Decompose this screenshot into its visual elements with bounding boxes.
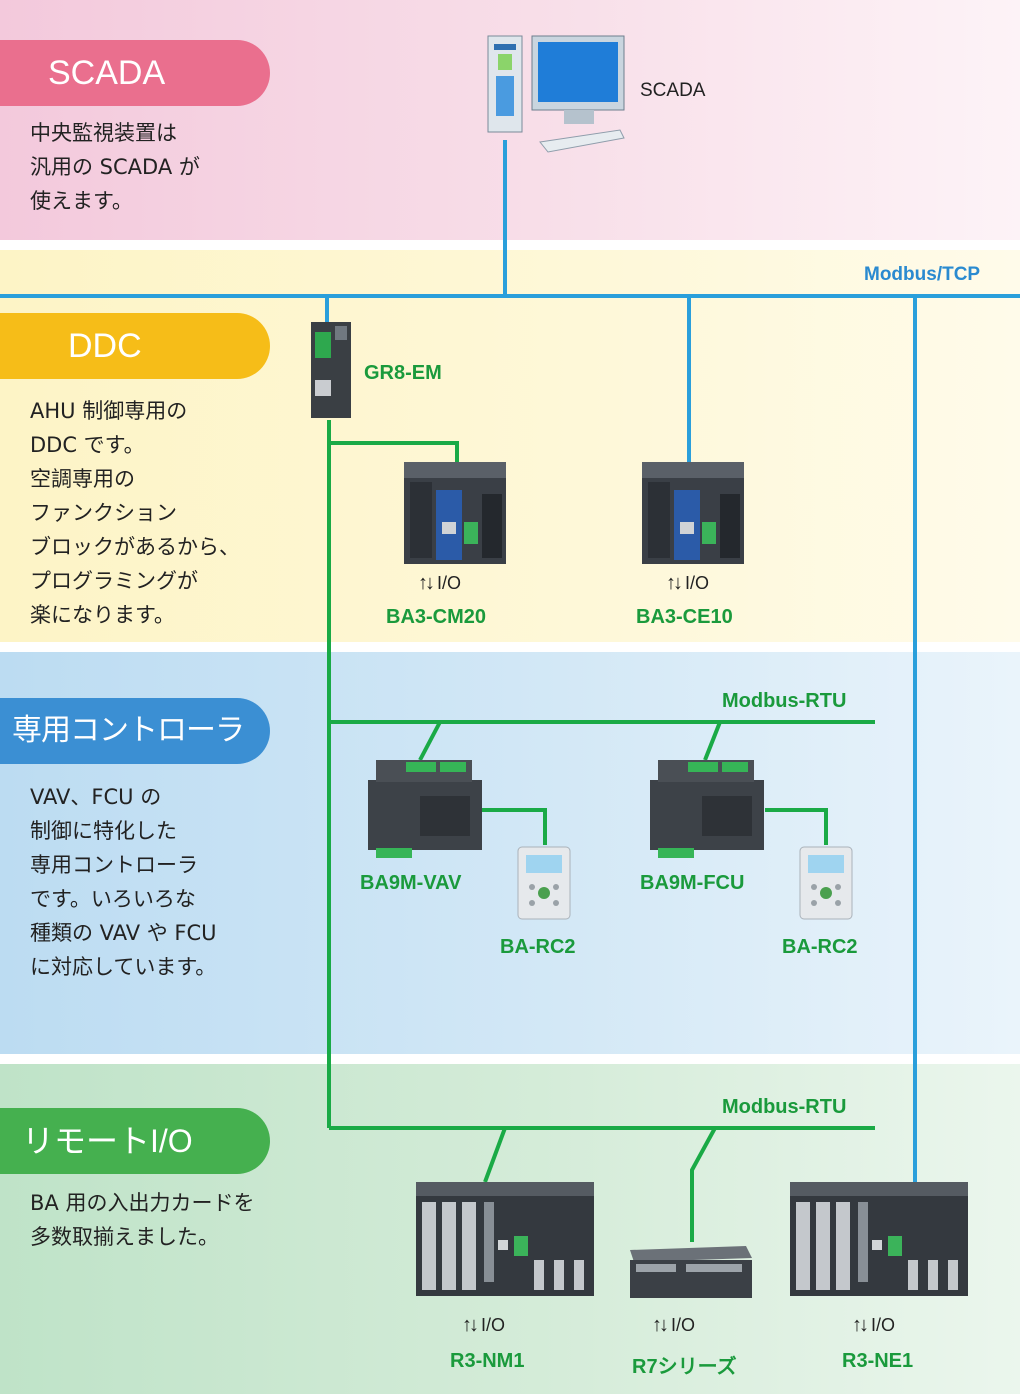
gr8-em-label: GR8-EM	[364, 362, 442, 384]
ba-rc2-remote-icon	[799, 846, 853, 920]
vav-rc2-link	[480, 808, 547, 845]
io-label: I/O	[481, 1315, 506, 1335]
ba9m-vav-label: BA9M-VAV	[360, 872, 462, 894]
ba-rc2-label-1: BA-RC2	[500, 936, 576, 958]
controller-title: 専用コントローラ	[0, 698, 270, 764]
remote-io-title: リモートI/O	[0, 1108, 270, 1174]
modbus-tcp-label: Modbus/TCP	[864, 264, 981, 285]
r3-nm1-label: R3-NM1	[450, 1350, 525, 1372]
io-label: I/O	[437, 573, 462, 593]
ddc-description: AHU 制御専用の DDC です。 空調専用の ファンクション ブロックがあるか…	[30, 399, 240, 627]
io-arrows-icon: ↑↓	[852, 1314, 869, 1336]
io-label: I/O	[671, 1315, 696, 1335]
cm20-rtu-link	[329, 441, 459, 462]
io-arrows-icon: ↑↓	[462, 1314, 479, 1336]
r7-series-device-icon	[630, 1246, 752, 1298]
ba9m-fcu-device-icon	[650, 760, 764, 858]
scada-pc-icon	[487, 35, 625, 153]
io-arrows-icon: ↑↓	[652, 1314, 669, 1336]
io-arrows-icon: ↑↓	[418, 572, 435, 594]
cm20-io: ↑↓ I/O	[418, 572, 461, 595]
r3-nm1-device-icon	[416, 1182, 594, 1296]
ddc-title: DDC	[0, 313, 270, 379]
vav-rtu-link	[418, 721, 442, 761]
r7-rtu-link	[690, 1127, 717, 1242]
ba3-ce10-device-icon	[642, 462, 744, 564]
nm1-io: ↑↓ I/O	[462, 1314, 505, 1337]
gr8-em-device-icon	[311, 322, 351, 418]
ba-rc2-label-2: BA-RC2	[782, 936, 858, 958]
controller-description: VAV、FCU の 制御に特化した 専用コントローラ です。いろいろな 種類の …	[30, 785, 217, 979]
ba3-ce10-label: BA3-CE10	[636, 606, 733, 628]
ba9m-fcu-label: BA9M-FCU	[640, 872, 745, 894]
io-label: I/O	[685, 573, 710, 593]
io-arrows-icon: ↑↓	[666, 572, 683, 594]
r7-series-label: R7シリーズ	[632, 1356, 737, 1378]
io-label: I/O	[871, 1315, 896, 1335]
scada-pc-label: SCADA	[640, 80, 706, 101]
ne1-io: ↑↓ I/O	[852, 1314, 895, 1337]
modbus-rtu-label-1: Modbus-RTU	[722, 690, 847, 712]
fcu-rc2-link	[765, 808, 828, 845]
r3-ne1-label: R3-NE1	[842, 1350, 914, 1372]
scada-description: 中央監視装置は 汎用の SCADA が 使えます。	[30, 121, 200, 213]
fcu-rtu-link	[703, 721, 722, 761]
ce10-io: ↑↓ I/O	[666, 572, 709, 595]
ba3-cm20-device-icon	[404, 462, 506, 564]
r7-io: ↑↓ I/O	[652, 1314, 695, 1337]
r3-ne1-device-icon	[790, 1182, 968, 1296]
remote-io-description: BA 用の入出力カードを 多数取揃えました。	[30, 1191, 255, 1249]
ba-rc2-remote-icon	[517, 846, 571, 920]
scada-title: SCADA	[0, 40, 270, 106]
ba3-cm20-label: BA3-CM20	[386, 606, 487, 628]
ba9m-vav-device-icon	[368, 760, 482, 858]
rio-rtu-bus	[329, 1126, 508, 1183]
modbus-rtu-label-2: Modbus-RTU	[722, 1096, 847, 1118]
